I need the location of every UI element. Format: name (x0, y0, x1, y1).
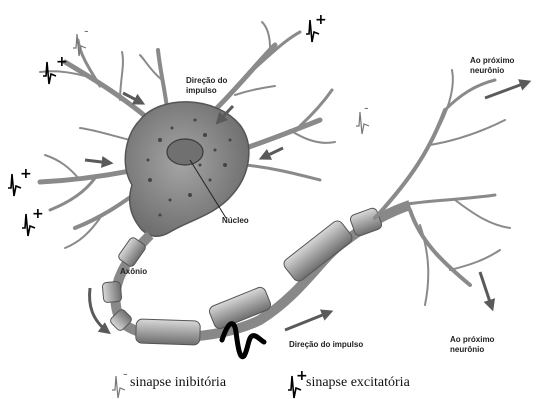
next-neuron-label-top: Ao próximo neurônio (470, 56, 514, 76)
nucleus-label: Núcleo (222, 216, 249, 226)
plus-sign: + (32, 206, 44, 222)
legend-excitatory-text: sinapse excitatória (306, 375, 410, 391)
axon-terminals (375, 70, 510, 305)
minus-sign: - (84, 24, 89, 39)
nucleus (167, 139, 203, 165)
legend-inhibitory-text: sinapse inibitória (130, 375, 226, 391)
excitatory-spike-icon (43, 62, 56, 84)
minus-sign: - (364, 101, 369, 116)
plus-sign: + (315, 12, 327, 28)
impulse-direction-label-bottom: Direção do impulso (289, 340, 363, 350)
plus-sign: + (56, 54, 68, 70)
impulse-direction-label-top: Direção do impulso (186, 76, 227, 96)
synapse-excitatory-top-left (43, 62, 56, 84)
plus-sign: + (20, 166, 32, 182)
next-neuron-label-bottom: Ao próximo neurônio (450, 335, 494, 355)
axon-label: Axônio (120, 267, 147, 277)
minus-sign: - (123, 367, 128, 382)
